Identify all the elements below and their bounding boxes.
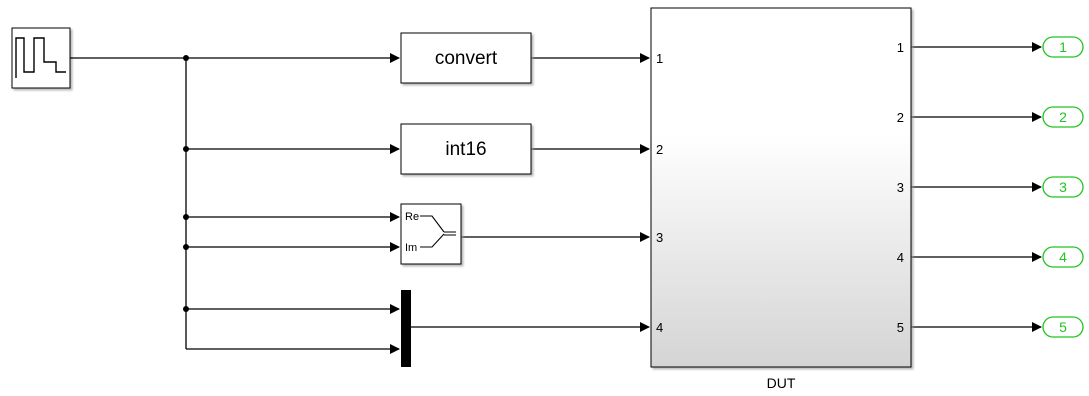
re-port-label: Re (405, 211, 419, 223)
real-imag-to-complex-icon (420, 215, 456, 248)
outport-4[interactable]: 4 (1042, 246, 1084, 268)
dut-subsystem[interactable]: 1 2 3 4 1 2 3 4 5 (650, 7, 912, 368)
convert-block[interactable]: convert (400, 32, 532, 84)
outport-5-label: 5 (1059, 319, 1067, 335)
pulse-generator-block[interactable] (11, 27, 71, 89)
dut-out-port-2: 2 (897, 110, 904, 125)
int16-block[interactable]: int16 (400, 123, 532, 175)
dut-out-port-4: 4 (897, 250, 904, 265)
dut-out-port-5: 5 (897, 320, 904, 335)
outport-1-label: 1 (1059, 39, 1067, 55)
outport-2[interactable]: 2 (1042, 106, 1084, 128)
dut-name-label: DUT (767, 375, 796, 391)
branch-points (183, 55, 189, 312)
dut-out-port-3: 3 (897, 180, 904, 195)
int16-label: int16 (445, 139, 486, 160)
mux-block[interactable] (401, 290, 411, 367)
outport-1[interactable]: 1 (1042, 36, 1084, 58)
dut-in-port-3: 3 (656, 230, 663, 245)
im-port-label: Im (405, 242, 417, 254)
pulse-generator-icon (15, 37, 66, 78)
signal-lines (70, 42, 1042, 354)
outport-3[interactable]: 3 (1042, 176, 1084, 198)
dut-in-port-4: 4 (656, 320, 663, 335)
convert-label: convert (435, 48, 498, 69)
dut-in-port-1: 1 (656, 51, 663, 66)
real-imag-to-complex-block[interactable]: Re Im (400, 203, 462, 265)
outport-2-label: 2 (1059, 109, 1067, 125)
dut-out-port-1: 1 (897, 40, 904, 55)
outport-4-label: 4 (1059, 249, 1067, 265)
dut-in-port-2: 2 (656, 142, 663, 157)
outport-3-label: 3 (1059, 179, 1067, 195)
outport-5[interactable]: 5 (1042, 316, 1084, 338)
